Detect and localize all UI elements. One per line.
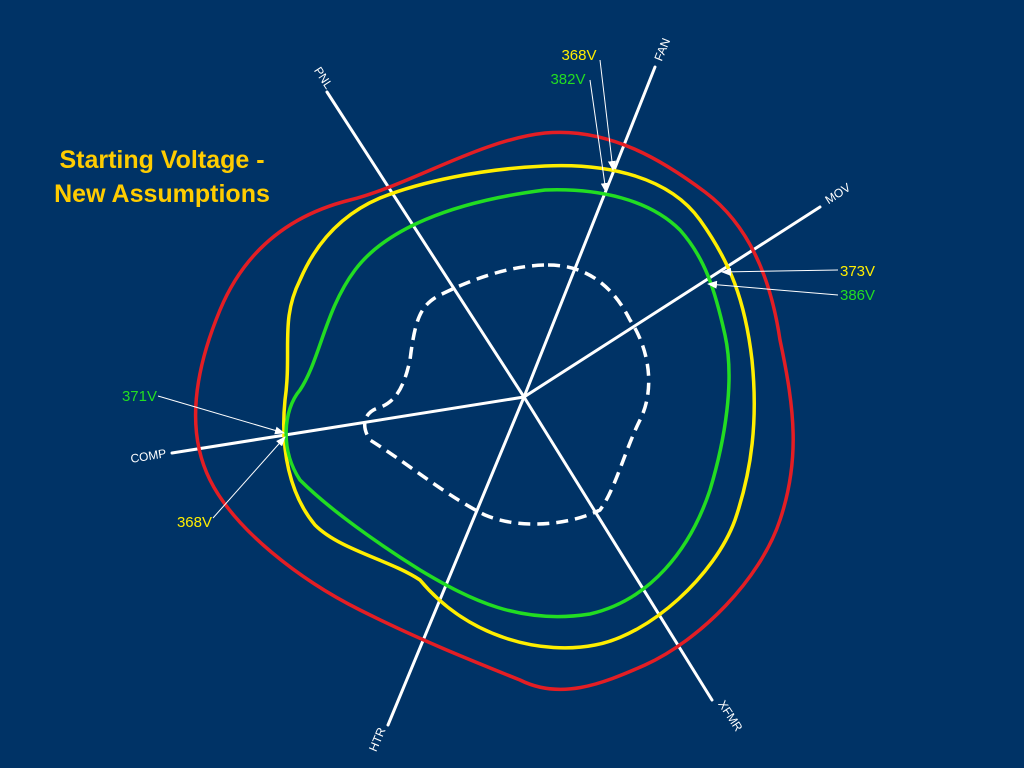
axis-xfmr xyxy=(522,395,714,702)
leader-comp-green xyxy=(157,395,285,435)
callout-mov-green: 386V xyxy=(840,287,875,304)
callout-comp-yellow: 368V xyxy=(177,514,212,531)
axes xyxy=(170,65,822,727)
inner-dashed-curve xyxy=(362,263,651,526)
callout-leaders xyxy=(157,59,839,519)
diagram-title-line-1: Starting Voltage - xyxy=(59,146,264,174)
yellow-curve xyxy=(282,163,756,650)
callout-comp-green: 371V xyxy=(122,388,157,405)
axis-pnl xyxy=(325,90,526,399)
leader-mov-green xyxy=(707,280,839,296)
axis-htr xyxy=(386,395,526,727)
axis-label-comp: COMP xyxy=(130,446,168,465)
leader-comp-yellow xyxy=(212,436,286,519)
callout-fan-green: 382V xyxy=(550,71,585,88)
axis-fan xyxy=(522,65,657,399)
leader-mov-yellow xyxy=(721,267,839,276)
outer-red-curve xyxy=(193,130,795,692)
diagram-title-line-2: New Assumptions xyxy=(54,180,270,208)
leader-fan-yellow xyxy=(599,59,616,171)
leader-fan-green xyxy=(589,79,609,193)
callout-fan-yellow: 368V xyxy=(561,47,596,64)
callout-mov-yellow: 373V xyxy=(840,263,875,280)
axis-mov xyxy=(522,205,822,399)
axis-comp xyxy=(170,395,526,455)
